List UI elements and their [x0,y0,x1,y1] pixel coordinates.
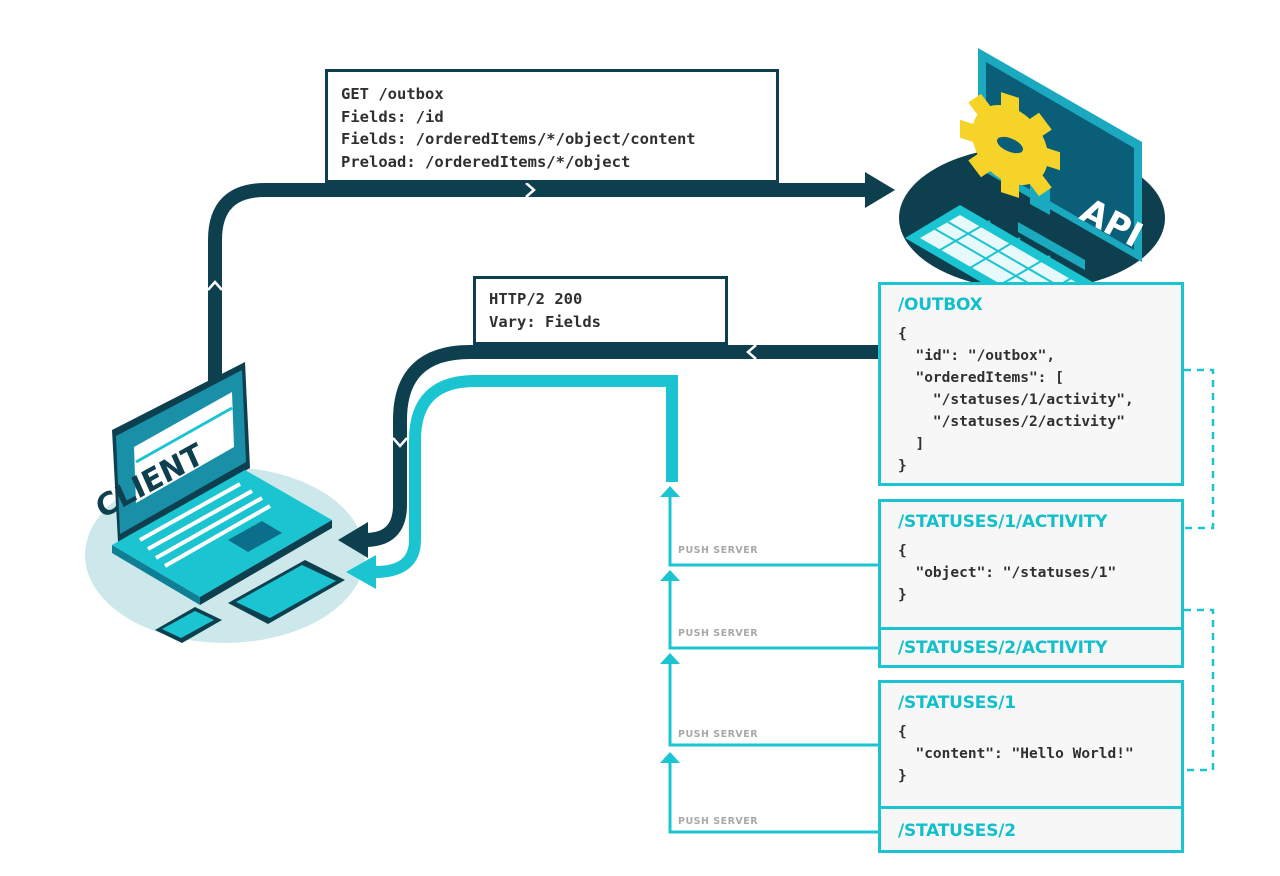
request-arrow [208,183,870,385]
request-line: Preload: /orderedItems/*/object [341,152,631,171]
resource-statuses-1-activity: /STATUSES/1/ACTIVITY { "object": "/statu… [878,499,1184,630]
resource-title: /STATUSES/2/ACTIVITY [898,638,1108,658]
resource-json: { "id": "/outbox", "orderedItems": [ "/s… [898,326,1134,474]
push-server-label: PUSH SERVER [678,816,759,827]
resource-title: /STATUSES/1/ACTIVITY [898,512,1108,532]
chevron-mark [746,344,757,360]
resource-json: { "content": "Hello World!" } [898,724,1134,784]
push-arrow [374,375,678,578]
response-arrow [364,345,880,547]
push-server-label: PUSH SERVER [678,545,759,556]
resource-title: /OUTBOX [898,295,983,315]
resource-statuses-1: /STATUSES/1 { "content": "Hello World!" … [878,680,1184,809]
push-arrowhead [346,555,376,589]
request-line: Fields: /id [341,107,444,126]
dashed-link [1184,368,1215,530]
resource-statuses-2-activity: /STATUSES/2/ACTIVITY [878,627,1184,668]
resource-json: { "object": "/statuses/1" } [898,543,1117,603]
chevron-mark [525,182,536,198]
push-server-lines [668,496,880,834]
resource-title: /STATUSES/2 [898,821,1016,841]
push-server-label: PUSH SERVER [678,729,759,740]
resource-outbox: /OUTBOX { "id": "/outbox", "orderedItems… [878,282,1184,486]
resource-statuses-2: /STATUSES/2 [878,806,1184,853]
chevron-mark [207,280,223,291]
request-arrowhead [865,172,895,208]
chevron-mark [392,437,408,448]
push-server-label: PUSH SERVER [678,628,759,639]
request-line: GET /outbox [341,85,444,103]
request-line: Fields: /orderedItems/*/object/content [341,130,696,148]
response-arrowhead [338,522,368,558]
response-line: HTTP/2 200 [489,290,583,308]
push-arrowheads [660,486,680,763]
response-line: Vary: Fields [489,312,601,331]
dashed-link [1184,608,1215,772]
resource-title: /STATUSES/1 [898,693,1016,713]
